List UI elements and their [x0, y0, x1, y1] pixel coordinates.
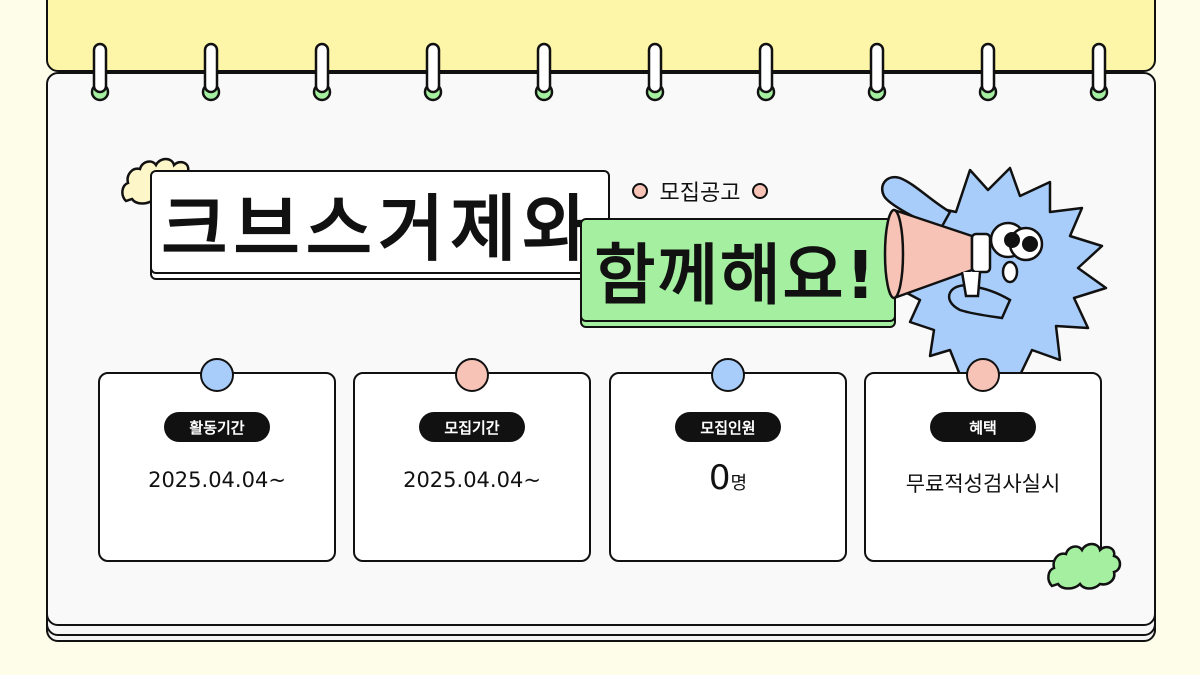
- calendar-ring-icon: [645, 42, 665, 102]
- notice-label: 모집공고: [625, 172, 775, 210]
- calendar-ring-icon: [534, 42, 554, 102]
- pin-pink: [966, 358, 1000, 392]
- pin-blue: [200, 358, 234, 392]
- headline-box: [580, 218, 896, 322]
- card-label: 모집인원: [675, 412, 781, 442]
- calendar-ring-icon: [201, 42, 221, 102]
- calendar-ring-icon: [312, 42, 332, 102]
- card-label: 모집기간: [419, 412, 525, 442]
- calendar-ring-icon: [90, 42, 110, 102]
- card-value: 2025.04.04~: [403, 468, 541, 492]
- calendar-ring-icon: [978, 42, 998, 102]
- dot-left: [631, 183, 648, 199]
- calendar-ring-icon: [756, 42, 776, 102]
- card-label: 활동기간: [164, 412, 270, 442]
- calendar-ring-icon: [1089, 42, 1109, 102]
- card-value: 2025.04.04~: [148, 468, 286, 492]
- notice-text: 모집공고: [659, 181, 741, 206]
- megaphone-icon: [883, 208, 992, 300]
- card-benefit: 혜택 무료적성검사실시: [864, 358, 1102, 562]
- card-label: 혜택: [930, 412, 1036, 442]
- card-value: 0명: [611, 458, 845, 498]
- calendar-ring-icon: [867, 42, 887, 102]
- card-value: 무료적성검사실시: [905, 472, 1061, 496]
- dot-right: [752, 183, 769, 199]
- calendar-ring-icon: [423, 42, 443, 102]
- pin-pink: [455, 358, 489, 392]
- card-activity-period: 활동기간 2025.04.04~: [98, 358, 336, 562]
- card-recruit-count: 모집인원 0명: [609, 358, 847, 562]
- cloud-scribble-icon: [1047, 542, 1122, 590]
- page-title: 크브스거제와: [161, 186, 595, 271]
- title-box: [150, 170, 610, 274]
- count-number: 0: [708, 458, 731, 498]
- mascot-character: [881, 166, 1108, 375]
- pin-blue: [711, 358, 745, 392]
- headline: 함께해요!: [594, 237, 878, 314]
- card-recruit-period: 모집기간 2025.04.04~: [353, 358, 591, 562]
- top-calendar-sheet: [46, 0, 1156, 72]
- count-unit: 명: [730, 473, 748, 494]
